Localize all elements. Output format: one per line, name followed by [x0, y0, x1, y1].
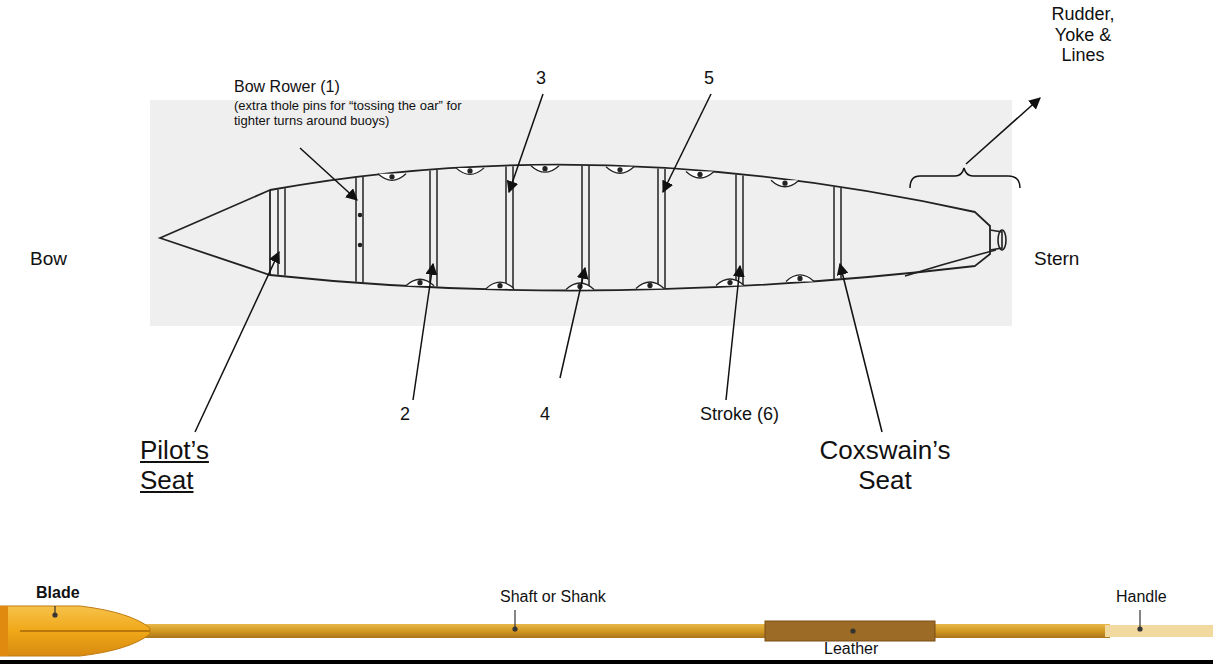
thwart — [742, 175, 744, 284]
oarlock — [636, 282, 664, 289]
oarlock — [771, 180, 799, 187]
thole-pin — [698, 172, 702, 176]
photo-ground — [150, 100, 1012, 326]
oarlock — [716, 279, 744, 286]
oar-shaft — [120, 624, 1110, 638]
thole-pin — [648, 284, 652, 288]
leader-line — [560, 268, 585, 378]
thole-pin — [543, 167, 547, 171]
leader-line — [966, 98, 1040, 164]
oar-handle — [1105, 625, 1213, 637]
leader-line — [840, 264, 882, 432]
leader-line — [726, 266, 740, 400]
callout-number: 5 — [704, 68, 714, 89]
thwart — [512, 166, 514, 289]
thwart — [581, 166, 583, 290]
rudder — [998, 230, 1006, 250]
oar-leaders — [53, 606, 1142, 633]
thwart — [505, 166, 507, 288]
callout-number: 3 — [536, 68, 546, 89]
seat-label: Coxswain’s Seat — [800, 436, 970, 496]
thole-pin — [359, 244, 362, 247]
leader-line — [413, 264, 433, 400]
bow-bulkhead — [269, 190, 271, 275]
thwart — [355, 178, 357, 282]
leader-dot — [851, 629, 855, 633]
thwart — [284, 188, 286, 275]
oar-part-label: Shaft or Shank — [500, 588, 606, 606]
oarlocks — [378, 166, 814, 290]
leader-dot — [513, 627, 517, 631]
rudder — [990, 230, 1002, 250]
leader-line — [1139, 610, 1140, 628]
oarlock — [606, 167, 634, 174]
note-text: (extra thole pins for “tossing the oar” … — [234, 99, 484, 129]
oarlock — [456, 168, 484, 175]
thwart — [588, 166, 590, 290]
yoke-line — [905, 250, 996, 276]
callout-number: 2 — [400, 404, 410, 425]
thole-pin — [418, 281, 422, 285]
bracket — [910, 168, 1020, 188]
leader-lines — [195, 94, 1040, 432]
thwart — [362, 177, 364, 282]
thwarts — [278, 166, 841, 290]
end-label: Bow — [30, 248, 67, 270]
oar-part-label: Blade — [36, 584, 80, 602]
oar-part-label: Handle — [1116, 588, 1167, 606]
leader-line — [195, 252, 279, 432]
hull-outline — [160, 165, 990, 291]
thwart — [436, 170, 438, 287]
thole-pin — [390, 175, 394, 179]
thole-pin — [728, 281, 732, 285]
leader-dot — [1138, 627, 1142, 631]
thole-pin — [783, 181, 787, 185]
oarlock — [531, 166, 559, 173]
thwart — [833, 187, 835, 279]
thole-pin — [359, 214, 362, 217]
thwart — [657, 169, 659, 289]
thwart — [735, 175, 737, 286]
thwart — [429, 170, 431, 286]
leader-dot — [53, 613, 57, 617]
oarlock — [378, 174, 406, 181]
thole-pin — [468, 169, 472, 173]
end-label: Stern — [1034, 248, 1079, 270]
oarlock — [486, 282, 514, 289]
rule-line — [0, 660, 1213, 664]
leader-line — [509, 94, 543, 192]
part-label: Bow Rower (1) — [234, 78, 340, 96]
thwart — [277, 190, 279, 275]
oar-part-label: Leather — [824, 640, 878, 658]
callout-number: 4 — [540, 404, 550, 425]
leader-line — [663, 94, 711, 192]
thole-pin — [798, 276, 802, 280]
oar-leather — [765, 621, 935, 641]
leader-line — [300, 148, 357, 200]
thole-pin — [618, 168, 622, 172]
hull-outline — [160, 165, 990, 291]
rudder — [905, 230, 1006, 276]
oar-blade — [0, 606, 150, 656]
part-label: Rudder, Yoke & Lines — [1040, 4, 1126, 66]
blade-tip — [0, 606, 8, 656]
seat-label: Pilot’s Seat — [140, 436, 260, 496]
oar — [0, 606, 1213, 656]
callout-number: Stroke (6) — [700, 404, 779, 425]
oarlock — [786, 275, 814, 282]
thole-pin — [498, 284, 502, 288]
leader-line — [514, 610, 515, 628]
blade-ridge — [20, 630, 150, 632]
oarlock — [686, 171, 714, 178]
